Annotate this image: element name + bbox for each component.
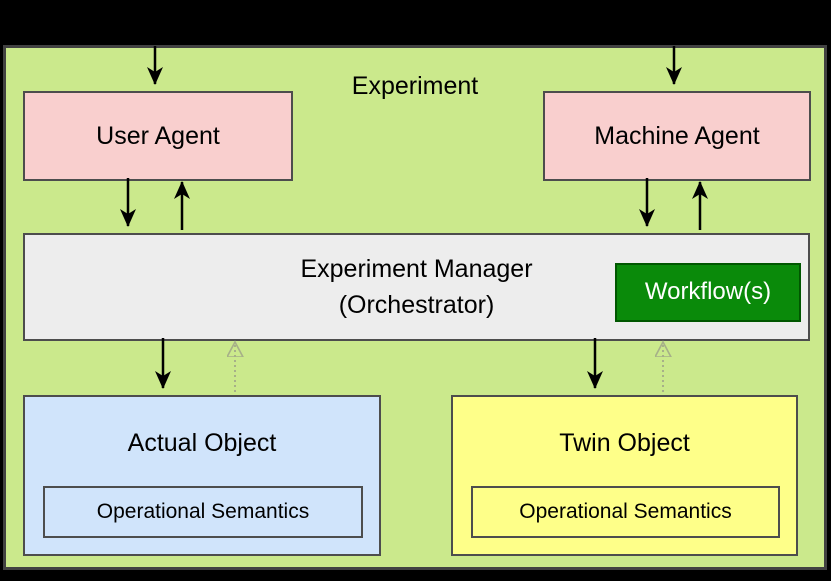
actual-operational-semantics-box: Operational Semantics	[43, 486, 363, 538]
experiment-container: Experiment User Agent Machine Agent Expe…	[3, 45, 827, 570]
machine-agent-label: Machine Agent	[594, 121, 760, 150]
experiment-manager-box: Experiment Manager (Orchestrator) Workfl…	[23, 233, 810, 341]
twin-object-box: Twin Object Operational Semantics	[451, 395, 798, 556]
workflow-box: Workflow(s)	[615, 263, 801, 322]
experiment-manager-title-line2: (Orchestrator)	[338, 291, 495, 319]
twin-operational-semantics-box: Operational Semantics	[471, 486, 780, 538]
experiment-title: Experiment	[351, 72, 479, 100]
user-agent-box: User Agent	[23, 91, 293, 181]
actual-object-label: Actual Object	[127, 429, 277, 457]
machine-agent-box: Machine Agent	[543, 91, 811, 181]
actual-object-box: Actual Object Operational Semantics	[23, 395, 381, 556]
twin-object-label: Twin Object	[559, 429, 690, 457]
user-agent-label: User Agent	[96, 121, 220, 150]
actual-operational-semantics-label: Operational Semantics	[96, 500, 310, 523]
workflow-label: Workflow(s)	[644, 278, 772, 306]
twin-operational-semantics-label: Operational Semantics	[519, 500, 732, 523]
experiment-manager-title-line1: Experiment Manager	[300, 254, 533, 283]
